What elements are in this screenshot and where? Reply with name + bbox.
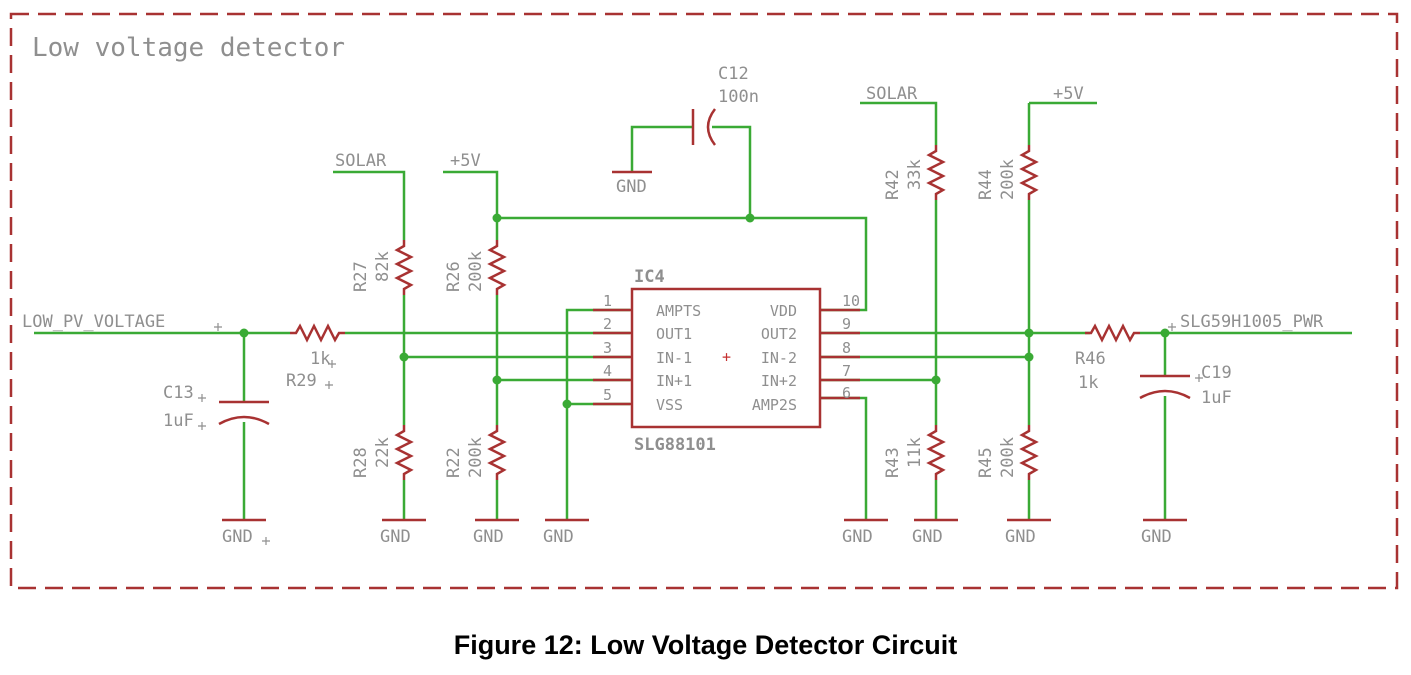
net-label-solar-left: SOLAR [335, 151, 387, 171]
junctions [239, 213, 1170, 409]
r28-ref: R28 [351, 447, 371, 478]
wires [34, 101, 1352, 520]
r28-value: 22k [373, 437, 393, 468]
sheet-frame [9, 12, 1399, 590]
ic4-pin-number: 6 [842, 384, 851, 402]
ic4-pin-number: 5 [603, 386, 612, 404]
ic4-pin-name: IN-1 [656, 349, 692, 367]
r27-value: 82k [373, 251, 393, 282]
schematic-diagram: Low voltage detector [9, 12, 1399, 590]
ic4-pin-name: IN-2 [761, 349, 797, 367]
capacitor-c12: C12 100n [691, 64, 759, 146]
c12-ref: C12 [718, 64, 749, 84]
c19-value: 1uF [1201, 388, 1232, 408]
r26-ref: R26 [444, 261, 464, 292]
resistor-r29: 1k R29 [286, 324, 347, 391]
r46-value: 1k [1078, 373, 1098, 393]
ic4-symbol: IC4 SLG88101 + 1 2 3 4 5 AMPTS OUT1 IN-1… [593, 267, 860, 455]
ic4-part: SLG88101 [634, 435, 716, 455]
r44-value: 200k [998, 159, 1018, 200]
r45-value: 200k [998, 437, 1018, 478]
capacitor-c19: C19 1uF [1139, 363, 1232, 408]
junction-dot [492, 213, 502, 223]
ic4-pin-name: IN+2 [761, 372, 797, 390]
gnd-label: GND [473, 527, 504, 547]
r29-ref: R29 [286, 371, 317, 391]
junction-dot [239, 328, 249, 338]
junction-dot [931, 375, 941, 385]
c12-value: 100n [718, 87, 759, 107]
gnd-label: GND [616, 177, 647, 197]
ic4-pin-name: OUT2 [761, 325, 797, 343]
capacitor-c13: C13 1uF [163, 383, 270, 431]
ic4-pin-name: AMPTS [656, 302, 701, 320]
resistor-r46: R46 1k [1075, 324, 1142, 393]
r42-value: 33k [905, 159, 925, 190]
c19-ref: C19 [1201, 363, 1232, 383]
ic4-pin-number: 8 [842, 339, 851, 357]
ic4-center-mark: + [722, 348, 731, 366]
net-label-input: LOW_PV_VOLTAGE [22, 312, 165, 332]
ic4-pin-number: 2 [603, 315, 612, 333]
ic4-pin-number: 9 [842, 315, 851, 333]
ic4-pin-name: IN+1 [656, 372, 692, 390]
r22-value: 200k [466, 437, 486, 478]
r42-ref: R42 [883, 169, 903, 200]
r46-ref: R46 [1075, 349, 1106, 369]
ic4-pin-number: 3 [603, 339, 612, 357]
resistor-r45: R45 200k [976, 423, 1038, 482]
c13-ref: C13 [163, 383, 194, 403]
resistor-r44: R44 200k [976, 143, 1038, 202]
ic4-ref: IC4 [634, 267, 665, 287]
ic4-pin-number: 10 [842, 292, 860, 310]
r43-ref: R43 [883, 447, 903, 478]
resistor-r27: R27 82k [351, 238, 413, 297]
c13-value: 1uF [163, 411, 194, 431]
r43-value: 11k [905, 437, 925, 468]
ic4-pin-name: VSS [656, 396, 683, 414]
gnd-label: GND [1141, 527, 1172, 547]
junction-dot [1024, 328, 1034, 338]
resistor-r22: R22 200k [444, 423, 506, 482]
ic4-pin-number: 4 [603, 362, 612, 380]
net-label-vcc-left: +5V [450, 151, 481, 171]
junction-dot [492, 375, 502, 385]
net-label-solar-right: SOLAR [866, 84, 918, 104]
gnd-label: GND [222, 527, 253, 547]
sheet-title: Low voltage detector [32, 33, 345, 63]
resistor-r43: R43 11k [883, 423, 945, 482]
gnd-label: GND [380, 527, 411, 547]
ic4-pin-number: 1 [603, 292, 612, 310]
r22-ref: R22 [444, 447, 464, 478]
ic4-pin-name: OUT1 [656, 325, 692, 343]
resistor-r26: R26 200k [444, 238, 506, 297]
gnd-label: GND [543, 527, 574, 547]
r26-value: 200k [466, 251, 486, 292]
ic4-pin-name: AMP2S [752, 396, 797, 414]
junction-dot [562, 399, 572, 409]
ground-symbols [222, 170, 1187, 522]
r45-ref: R45 [976, 447, 996, 478]
gnd-label: GND [1005, 527, 1036, 547]
ic4-pin-number: 7 [842, 362, 851, 380]
figure-caption: Figure 12: Low Voltage Detector Circuit [453, 630, 958, 660]
origin-marks [198, 323, 1203, 545]
ic4-pin-name: VDD [770, 302, 797, 320]
resistor-r42: R42 33k [883, 143, 945, 202]
r29-value: 1k [310, 349, 330, 369]
net-label-output: SLG59H1005_PWR [1180, 312, 1324, 332]
junction-dot [1160, 328, 1170, 338]
junction-dot [399, 352, 409, 362]
junction-dot [745, 213, 755, 223]
resistor-r28: R28 22k [351, 423, 413, 482]
r27-ref: R27 [351, 261, 371, 292]
gnd-label: GND [912, 527, 943, 547]
gnd-label: GND [842, 527, 873, 547]
r44-ref: R44 [976, 169, 996, 200]
net-label-vcc-right: +5V [1053, 84, 1084, 104]
junction-dot [1024, 352, 1034, 362]
